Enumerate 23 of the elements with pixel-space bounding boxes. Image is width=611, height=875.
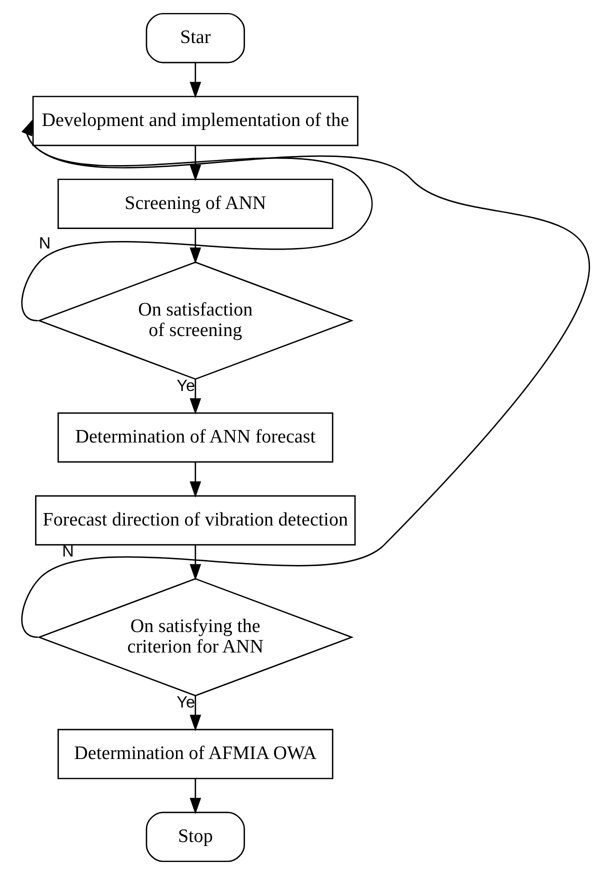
arrow [190, 696, 202, 732]
arrow [190, 778, 202, 814]
arrow [190, 545, 202, 580]
arrow [190, 462, 202, 498]
node-diamond: On satisfying the criterion for ANN [37, 578, 354, 696]
edge-label: N [62, 542, 74, 561]
node-diamond: On satisfaction of screening [37, 262, 354, 380]
edge-label: N [38, 234, 51, 252]
node-box: Stop [146, 812, 245, 862]
arrow [21, 119, 372, 322]
arrow [190, 62, 202, 98]
arrow [190, 146, 202, 182]
edge-label: Ye [176, 694, 196, 712]
node-box: Screening of ANN [58, 178, 334, 229]
node-box: Star [146, 12, 245, 64]
arrow [21, 119, 588, 638]
arrow [190, 228, 202, 264]
node-box: Determination of AFMIA OWA [58, 728, 334, 780]
node-box: Development and implementation of the [32, 96, 358, 146]
node-box: Determination of ANN forecast [58, 412, 334, 463]
arrow [190, 379, 202, 415]
edge-label: Ye [176, 377, 196, 396]
node-box: Forecast direction of vibration detection [35, 495, 356, 546]
